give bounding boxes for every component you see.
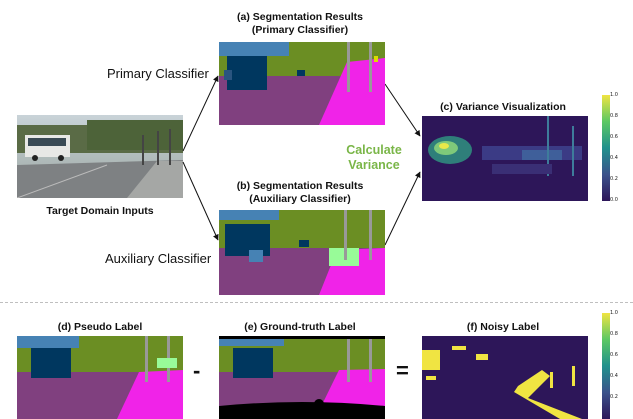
cb-top-tick-3: 0.6 — [610, 134, 618, 140]
ground-truth-caption: (e) Ground-truth Label — [244, 321, 356, 333]
variance-heatmap — [422, 116, 588, 201]
pseudo-label-image — [17, 336, 183, 419]
noisy-label-image — [422, 336, 588, 419]
seg-primary-caption-line1: (a) Segmentation Results — [236, 11, 364, 23]
cb-top-tick-6: 0.0 — [610, 197, 618, 203]
pseudo-label-caption: (d) Pseudo Label — [57, 321, 143, 333]
minus-sign: - — [193, 358, 201, 383]
cb-bottom-tick-1: 1.0 — [610, 310, 618, 316]
target-domain-input-image — [17, 115, 183, 198]
seg-auxiliary-caption-line2: (Auxiliary Classifier) — [249, 193, 351, 205]
noisy-colorbar — [602, 313, 610, 419]
noisy-colorbar-ticks: 1.0 0.8 0.6 0.4 0.2 — [602, 310, 622, 419]
variance-colorbar — [602, 95, 610, 201]
variance-caption: (c) Variance Visualization — [440, 101, 566, 113]
ground-truth-image — [219, 336, 385, 419]
seg-primary-caption-line2: (Primary Classifier) — [251, 24, 349, 36]
calculate-variance-line1: Calculate — [346, 143, 402, 157]
section-divider — [0, 302, 633, 303]
seg-primary-caption: (a) Segmentation Results (Primary Classi… — [215, 11, 385, 37]
auxiliary-classifier-label: Auxiliary Classifier — [105, 251, 212, 266]
seg-auxiliary-caption: (b) Segmentation Results (Auxiliary Clas… — [215, 180, 385, 206]
calculate-variance-line2: Variance — [348, 158, 400, 172]
seg-auxiliary-image — [219, 210, 385, 295]
variance-colorbar-ticks: 1.0 0.8 0.6 0.4 0.2 0.0 — [602, 92, 622, 204]
arrow-from-primary — [384, 83, 421, 137]
cb-bottom-tick-3: 0.6 — [610, 352, 618, 358]
seg-auxiliary-caption-line1: (b) Segmentation Results — [236, 180, 364, 192]
cb-top-tick-1: 1.0 — [610, 92, 618, 98]
cb-bottom-tick-2: 0.8 — [610, 331, 618, 337]
equals-sign: = — [396, 358, 409, 383]
cb-top-tick-4: 0.4 — [610, 155, 618, 161]
primary-classifier-label: Primary Classifier — [107, 66, 209, 81]
seg-primary-image — [219, 42, 385, 125]
cb-top-tick-2: 0.8 — [610, 113, 618, 119]
calculate-variance-label: Calculate Variance — [338, 143, 410, 173]
cb-bottom-tick-4: 0.4 — [610, 373, 618, 379]
cb-bottom-tick-5: 0.2 — [610, 394, 618, 400]
noisy-label-caption: (f) Noisy Label — [466, 321, 540, 333]
cb-top-tick-5: 0.2 — [610, 176, 618, 182]
arrow-to-auxiliary — [182, 161, 219, 241]
arrow-from-auxiliary — [384, 171, 421, 246]
arrow-to-primary — [182, 75, 219, 152]
target-domain-caption: Target Domain Inputs — [46, 205, 154, 217]
